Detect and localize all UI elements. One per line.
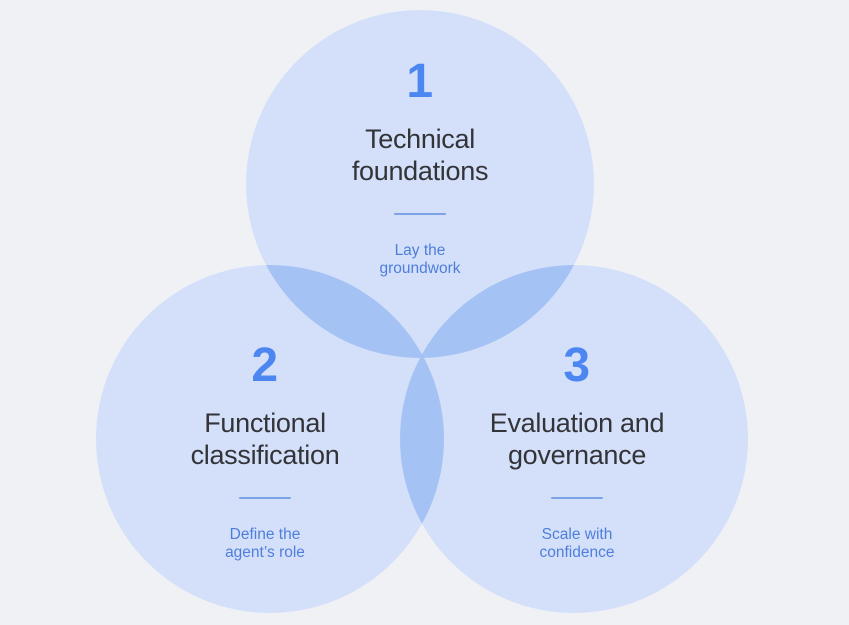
circle-top <box>246 10 594 358</box>
section-3-divider <box>551 497 603 499</box>
section-1-subtitle: Lay the groundwork <box>379 242 461 277</box>
section-1-number: 1 <box>406 55 434 108</box>
section-2-title: Functional classification <box>190 408 340 470</box>
venn-section-3: 3 Evaluation and governance Scale with c… <box>427 342 727 562</box>
circle-bottom-right <box>400 265 748 613</box>
section-3-number: 3 <box>563 339 591 392</box>
venn-section-1: 1 Technical foundations Lay the groundwo… <box>270 58 570 278</box>
circle-bottom-left <box>96 265 444 613</box>
section-2-subtitle: Define the agent’s role <box>225 526 305 561</box>
section-1-divider <box>394 213 446 215</box>
section-1-title: Technical foundations <box>351 124 489 186</box>
venn-section-2: 2 Functional classification Define the a… <box>115 342 415 562</box>
section-2-divider <box>239 497 291 499</box>
section-3-subtitle: Scale with confidence <box>539 526 615 561</box>
section-2-number: 2 <box>251 339 279 392</box>
section-3-title: Evaluation and governance <box>489 408 665 470</box>
